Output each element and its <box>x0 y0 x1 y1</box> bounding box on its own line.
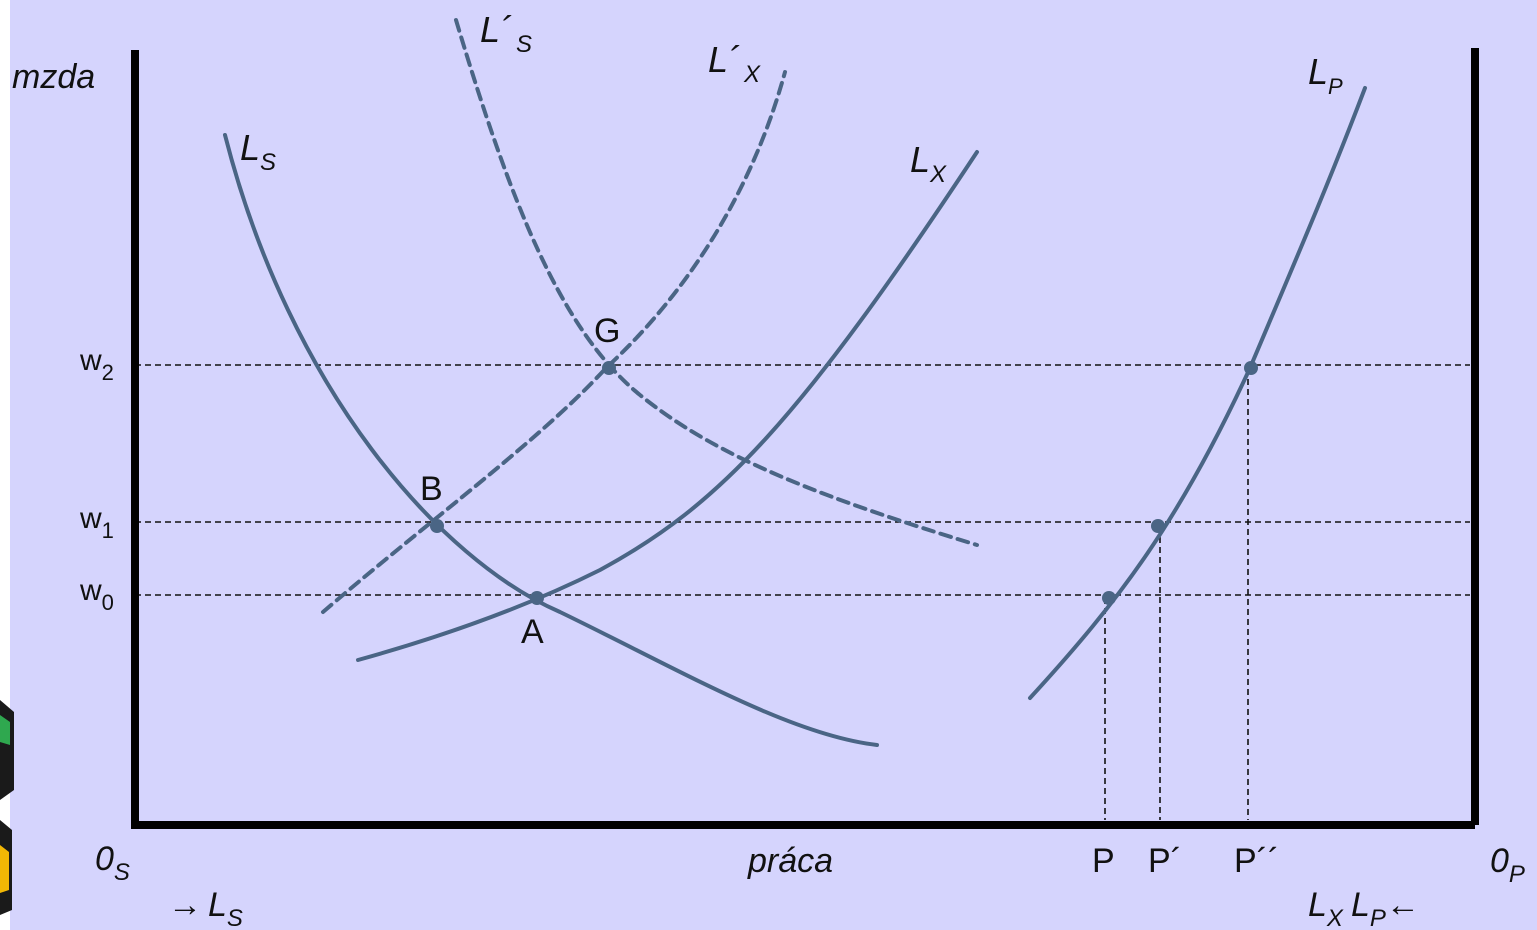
left-axis <box>131 50 1475 829</box>
origin-left-label: 0S <box>95 840 130 886</box>
point-label-a: A <box>521 613 544 651</box>
point-lp-w0-marker <box>1102 591 1116 605</box>
x-axis-label: práca <box>747 842 833 880</box>
curve-label-lp: LP <box>1308 51 1343 99</box>
wage-label-w1: w1 <box>79 502 114 543</box>
tick-label-p: P <box>1092 842 1115 880</box>
tick-label-p-prime: P´ <box>1148 842 1182 880</box>
point-lp-w2-marker <box>1244 361 1258 375</box>
wage-label-w2: w2 <box>79 344 114 385</box>
wage-label-w0: w0 <box>79 574 114 615</box>
point-lp-w1-marker <box>1151 519 1165 533</box>
partial-logo-decoration <box>0 700 14 915</box>
point-g-marker <box>602 361 616 375</box>
y-axis-label: mzda <box>12 58 95 96</box>
curve-lx-prime <box>321 70 787 614</box>
curve-label-lx-prime: L´X <box>708 39 761 88</box>
point-b-marker <box>430 519 444 533</box>
tick-label-p-double-prime: P´´ <box>1234 842 1279 880</box>
curve-lp <box>1028 86 1367 700</box>
point-label-b: B <box>420 470 443 508</box>
curve-lx <box>356 150 979 662</box>
curve-label-ls-prime: L´S <box>480 9 532 58</box>
curve-label-lx: LX <box>910 139 947 188</box>
arrow-label-left: →LS <box>168 886 243 930</box>
diagram-background <box>10 0 1537 930</box>
curve-ls-prime <box>454 18 979 547</box>
point-label-g: G <box>594 312 620 350</box>
curve-label-ls: LS <box>240 127 276 176</box>
origin-right-label: 0P <box>1490 842 1525 888</box>
point-a-marker <box>530 591 544 605</box>
